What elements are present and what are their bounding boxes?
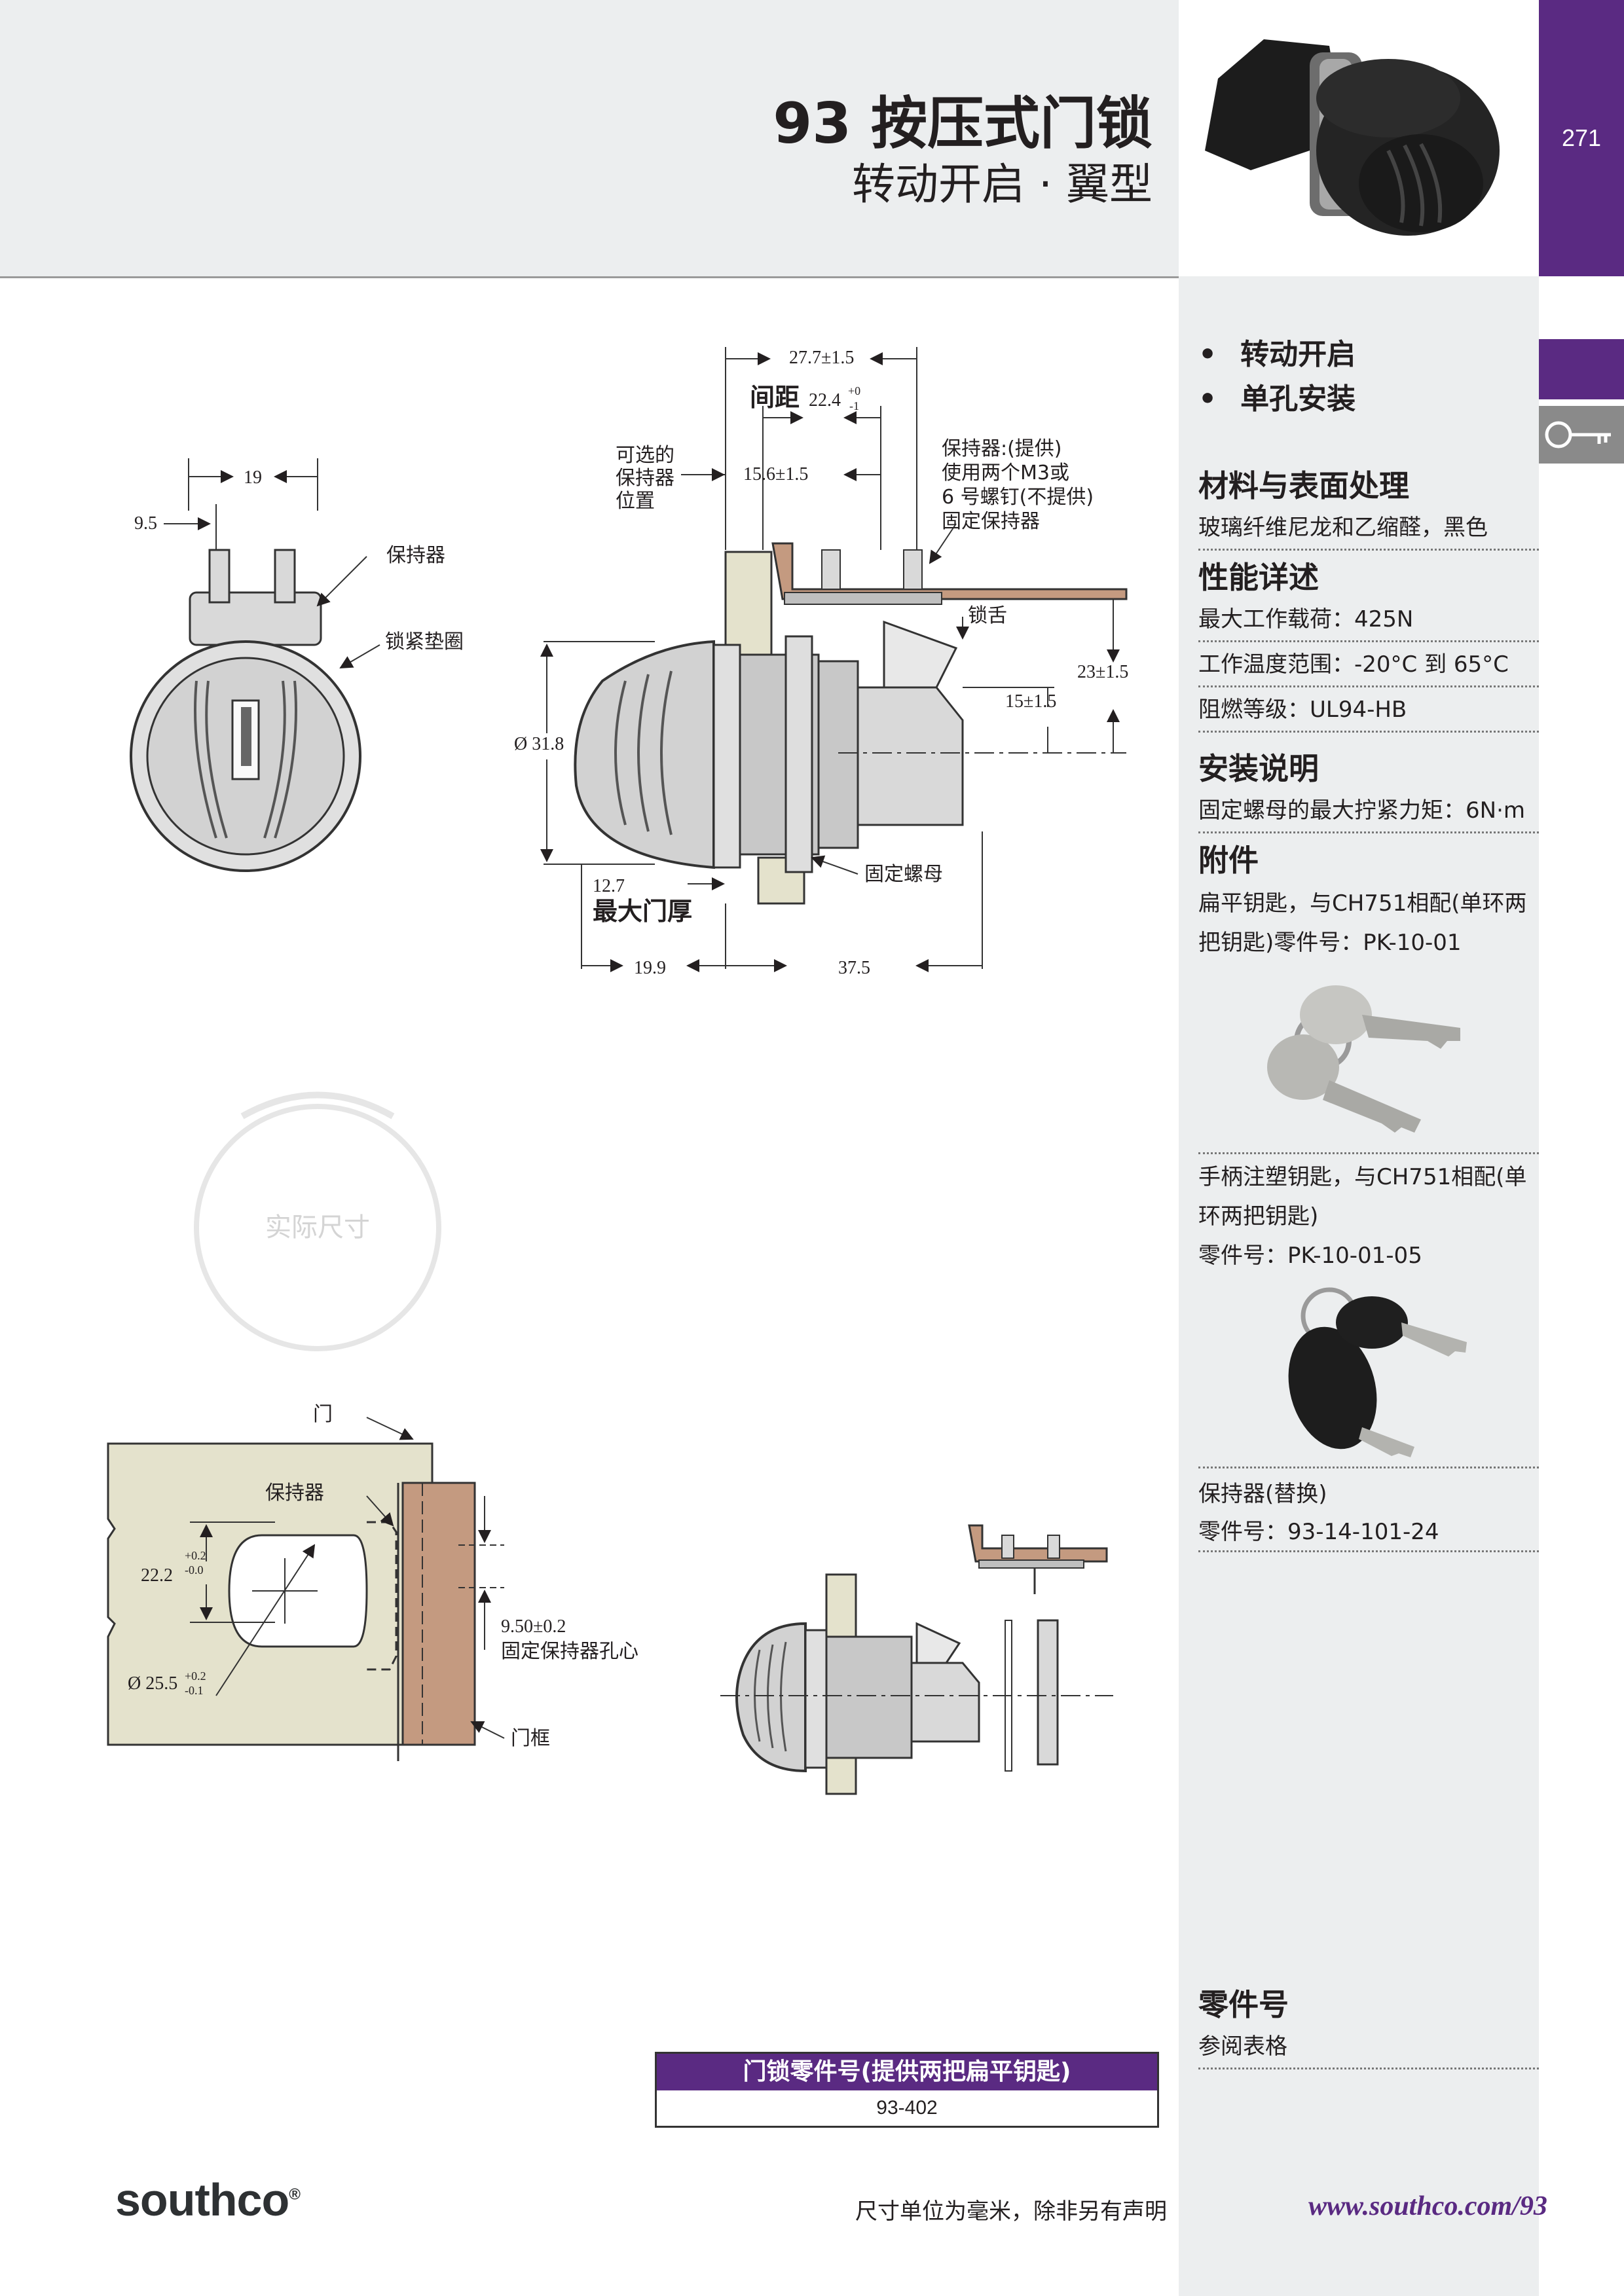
exploded-view xyxy=(720,1524,1113,1795)
install-heading: 安装说明 xyxy=(1198,751,1319,786)
partno-heading: 零件号 xyxy=(1198,1987,1289,2022)
label-door: 门 xyxy=(313,1403,333,1426)
accessories-section: 附件 扁平钥匙，与CH751相配(单环两 把钥匙)零件号：PK-10-01 xyxy=(1198,837,1539,962)
dim-27-7: 27.7±1.5 xyxy=(789,348,854,368)
label-tongue: 锁舌 xyxy=(968,604,1007,627)
label-optional-2: 保持器 xyxy=(616,467,674,490)
page-tab xyxy=(1539,0,1624,276)
page-subtitle: 转动开启 · 翼型 xyxy=(852,159,1153,210)
dim-23: 23±1.5 xyxy=(1077,662,1128,682)
flat-key-line1: 扁平钥匙，与CH751相配(单环两 xyxy=(1198,890,1527,917)
feature-item: 转动开启 xyxy=(1198,333,1356,377)
label-spacing: 间距 xyxy=(750,383,800,412)
product-photo xyxy=(1179,0,1539,276)
section-tab xyxy=(1539,339,1624,399)
molded-key-line1: 手柄注塑钥匙，与CH751相配(单 xyxy=(1198,1164,1527,1190)
part-table-cell: 93-402 xyxy=(876,2097,938,2119)
footer-url[interactable]: www.southco.com/93 xyxy=(1308,2191,1547,2221)
dim-spacing-tol-minus: -1 xyxy=(849,399,859,412)
dim-15-6: 15.6±1.5 xyxy=(743,464,808,484)
molded-key-line2: 环两把钥匙) xyxy=(1198,1203,1319,1230)
label-retainer-hole: 固定保持器孔心 xyxy=(501,1640,638,1663)
dim-22-2-tol-plus: +0.2 xyxy=(185,1549,206,1562)
dim-22-2-tol-minus: -0.0 xyxy=(185,1563,204,1576)
page-title: 93 按压式门锁 xyxy=(773,91,1153,156)
page-number: 271 xyxy=(1561,124,1602,151)
dim-15: 15±1.5 xyxy=(1005,691,1056,712)
performance-heading: 性能详述 xyxy=(1198,560,1319,595)
accessories-heading: 附件 xyxy=(1198,843,1259,878)
divider xyxy=(1198,1152,1539,1154)
retainer-text: 保持器(替换) 零件号：93-14-101-24 xyxy=(1198,1474,1539,1552)
divider xyxy=(1198,1467,1539,1468)
molded-key-image xyxy=(1288,1287,1467,1457)
label-fix-nut: 固定螺母 xyxy=(864,863,943,886)
dim-dia-31-8: Ø 31.8 xyxy=(514,734,564,754)
label-cutout-retainer: 保持器 xyxy=(265,1482,324,1504)
feature-list: 转动开启 单孔安装 xyxy=(1198,333,1356,422)
molded-key-text: 手柄注塑钥匙，与CH751相配(单 环两把钥匙) 零件号：PK-10-01-05 xyxy=(1198,1157,1539,1275)
retainer-note-1: 保持器:(提供) xyxy=(942,437,1062,460)
logo-text: southco xyxy=(115,2174,289,2225)
spec-row: 阻燃等级：UL94-HB xyxy=(1198,687,1539,733)
partno-text: 参阅表格 xyxy=(1198,2024,1539,2069)
dim-spacing: 22.4 xyxy=(809,390,841,410)
southco-logo: southco® xyxy=(115,2174,301,2226)
dim-25-5-tol-plus: +0.2 xyxy=(185,1669,206,1683)
partno-section: 零件号 参阅表格 xyxy=(1198,1981,1539,2069)
flat-key-image xyxy=(1267,985,1460,1133)
molded-key-line3: 零件号：PK-10-01-05 xyxy=(1198,1243,1422,1269)
part-number-table: 门锁零件号(提供两把扁平钥匙) 93-402 xyxy=(655,2052,1159,2128)
actual-size-label: 实际尺寸 xyxy=(265,1212,370,1243)
logo-mark: ® xyxy=(289,2185,301,2204)
footer-note: 尺寸单位为毫米，除非另有声明 xyxy=(855,2198,1167,2225)
label-optional-1: 可选的 xyxy=(616,444,674,467)
spec-row: 工作温度范围：-20°C 到 65°C xyxy=(1198,642,1539,687)
label-frame: 门框 xyxy=(511,1727,550,1750)
spec-sidebar xyxy=(1179,276,1539,2296)
flat-key-text: 扁平钥匙，与CH751相配(单环两 把钥匙)零件号：PK-10-01 xyxy=(1198,880,1539,962)
section-tab-key xyxy=(1539,406,1624,464)
performance-section: 性能详述 最大工作载荷：425N 工作温度范围：-20°C 到 65°C 阻燃等… xyxy=(1198,554,1539,733)
material-heading: 材料与表面处理 xyxy=(1198,468,1409,503)
feature-item: 单孔安装 xyxy=(1198,377,1356,422)
label-optional-3: 位置 xyxy=(616,490,655,513)
material-section: 材料与表面处理 玻璃纤维尼龙和乙缩醛，黑色 xyxy=(1198,462,1539,551)
dim-9-5: 9.5 xyxy=(134,513,157,534)
spec-row: 固定螺母的最大拧紧力矩：6N·m xyxy=(1198,788,1539,833)
cutout-view: 门 保持器 22.2 +0.2 -0.0 Ø 25.5 +0.2 -0.1 9.… xyxy=(107,1403,638,1761)
part-table-header: 门锁零件号(提供两把扁平钥匙) xyxy=(657,2054,1157,2090)
retainer-line2: 零件号：93-14-101-24 xyxy=(1198,1514,1539,1552)
dim-12-7: 12.7 xyxy=(593,876,625,896)
retainer-note-4: 固定保持器 xyxy=(942,510,1040,533)
retainer-note-3: 6 号螺钉(不提供) xyxy=(942,486,1094,509)
flat-key-line2: 把钥匙)零件号：PK-10-01 xyxy=(1198,930,1462,956)
spec-row: 最大工作载荷：425N xyxy=(1198,597,1539,642)
dim-dia-25-5: Ø 25.5 xyxy=(128,1673,177,1694)
material-text: 玻璃纤维尼龙和乙缩醛，黑色 xyxy=(1198,505,1539,551)
dim-9-50: 9.50±0.2 xyxy=(501,1616,566,1637)
retainer-line1: 保持器(替换) xyxy=(1198,1481,1327,1507)
dim-19-9: 19.9 xyxy=(634,958,666,978)
dim-37-5: 37.5 xyxy=(838,958,870,978)
dim-25-5-tol-minus: -0.1 xyxy=(185,1684,204,1697)
header-band xyxy=(0,0,1179,278)
label-retainer: 保持器 xyxy=(386,544,445,567)
actual-size-mark: 实际尺寸 xyxy=(194,1091,441,1351)
dim-22-2: 22.2 xyxy=(141,1565,173,1586)
dim-spacing-tol-plus: +0 xyxy=(848,384,860,397)
label-lock-washer: 锁紧垫圈 xyxy=(385,630,464,653)
side-view: 27.7±1.5 间距 22.4 +0 -1 可选的 保持器 位置 15.6±1… xyxy=(514,347,1128,978)
technical-drawing: 19 9.5 保持器 锁紧垫圈 xyxy=(107,347,1128,1795)
label-max-door: 最大门厚 xyxy=(593,897,692,926)
front-view: 19 9.5 保持器 锁紧垫圈 xyxy=(130,458,464,872)
key-icon xyxy=(1545,421,1611,448)
retainer-note-2: 使用两个M3或 xyxy=(942,462,1069,484)
install-section: 安装说明 固定螺母的最大拧紧力矩：6N·m xyxy=(1198,745,1539,833)
dim-19: 19 xyxy=(244,467,262,488)
